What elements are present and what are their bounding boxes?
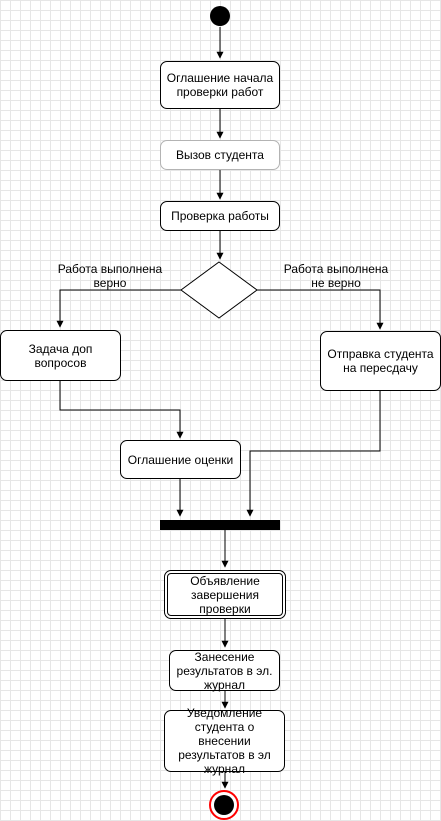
node-announce-grade: Оглашение оценки bbox=[120, 440, 241, 479]
node-announce-grade-label: Оглашение оценки bbox=[127, 452, 234, 467]
node-resubmission: Отправка студента на пересдачу bbox=[320, 331, 441, 391]
edge-extra-to-grade bbox=[59, 380, 184, 439]
node-end-check-label: Объявление завершения проверки bbox=[190, 573, 260, 616]
node-notify-student: Уведомление студента о внесении результа… bbox=[164, 706, 285, 776]
node-call-student-label: Вызов студента bbox=[176, 148, 264, 162]
node-check-work: Проверка работы bbox=[160, 201, 280, 231]
node-check-work-label: Проверка работы bbox=[171, 209, 269, 223]
node-record-results: Занесение результатов в эл. журнал bbox=[169, 649, 280, 692]
node-extra-questions: Задача доп вопросов bbox=[0, 330, 121, 381]
decision-node bbox=[180, 261, 258, 319]
node-notify-student-label: Уведомление студента о внесении результа… bbox=[178, 706, 271, 776]
node-call-student: Вызов студента bbox=[160, 140, 280, 170]
edge-decision-to-resubmit bbox=[257, 289, 384, 330]
edge-resubmit-to-join bbox=[246, 390, 381, 517]
edge-label-incorrect: Работа выполнена не верно bbox=[283, 262, 389, 290]
initial-node bbox=[210, 6, 230, 26]
final-node-core bbox=[214, 795, 234, 815]
join-bar bbox=[160, 520, 280, 530]
node-record-results-label: Занесение результатов в эл. журнал bbox=[176, 649, 273, 692]
node-end-check: Объявление завершения проверки bbox=[164, 570, 286, 619]
edge-decision-to-extra bbox=[56, 289, 181, 328]
edge-label-correct: Работа выполнена верно bbox=[57, 262, 163, 290]
node-announce-start-label: Оглашение начала проверки работ bbox=[166, 71, 274, 99]
node-resubmission-label: Отправка студента на пересдачу bbox=[327, 347, 434, 375]
node-extra-questions-label: Задача доп вопросов bbox=[28, 341, 93, 370]
node-announce-start: Оглашение начала проверки работ bbox=[160, 61, 280, 109]
